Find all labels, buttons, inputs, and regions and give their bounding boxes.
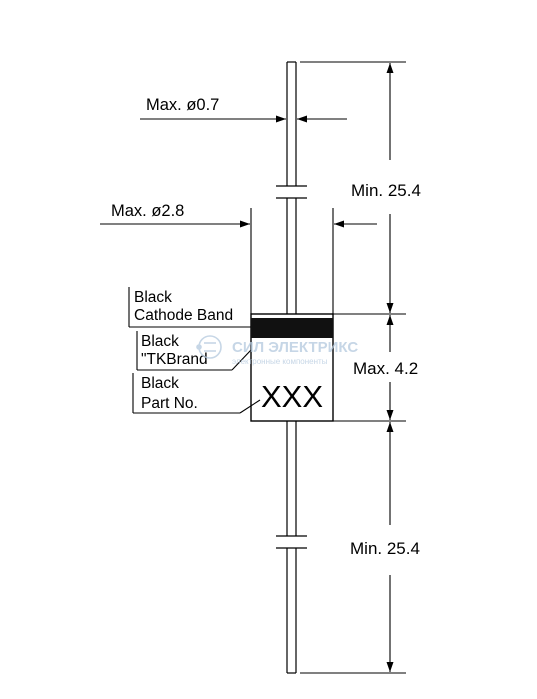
- part-no-callout-line1: Black: [141, 375, 179, 392]
- brand-callout-line2: "TKBrand: [141, 351, 208, 368]
- body-length-label: Max. 4.2: [353, 359, 418, 378]
- cathode-band-callout-line2: Cathode Band: [134, 307, 233, 324]
- callout-leaders: [129, 326, 261, 414]
- brand-callout-line1: Black: [141, 333, 179, 350]
- length-extension-lines: [300, 61, 406, 674]
- bottom-lead-length-label: Min. 25.4: [350, 539, 420, 558]
- bottom-lead-break-mark: [276, 535, 307, 549]
- top-lead-break-mark: [276, 185, 307, 199]
- callout-brackets: [128, 287, 138, 413]
- body-diameter-label: Max. ø2.8: [111, 202, 184, 220]
- part-no-callout-line2: Part No.: [141, 395, 198, 412]
- body-diameter-extension-lines: [250, 208, 334, 314]
- part-marking-text: XXX: [261, 379, 323, 414]
- bottom-lead: [286, 421, 297, 674]
- watermark-name: СИЛ ЭЛЕКТРИКС: [232, 339, 358, 356]
- diode-body: XXX: [250, 313, 334, 422]
- top-lead-length-label: Min. 25.4: [351, 181, 421, 200]
- top-lead: [286, 61, 297, 314]
- watermark-logo-icon: [196, 335, 222, 359]
- lead-diameter-label: Max. ø0.7: [146, 96, 219, 114]
- watermark-tagline: электронные компоненты: [232, 357, 328, 366]
- watermark: СИЛ ЭЛЕКТРИКС электронные компоненты: [196, 335, 358, 366]
- cathode-band-callout-line1: Black: [134, 289, 172, 306]
- cathode-band: [251, 318, 333, 338]
